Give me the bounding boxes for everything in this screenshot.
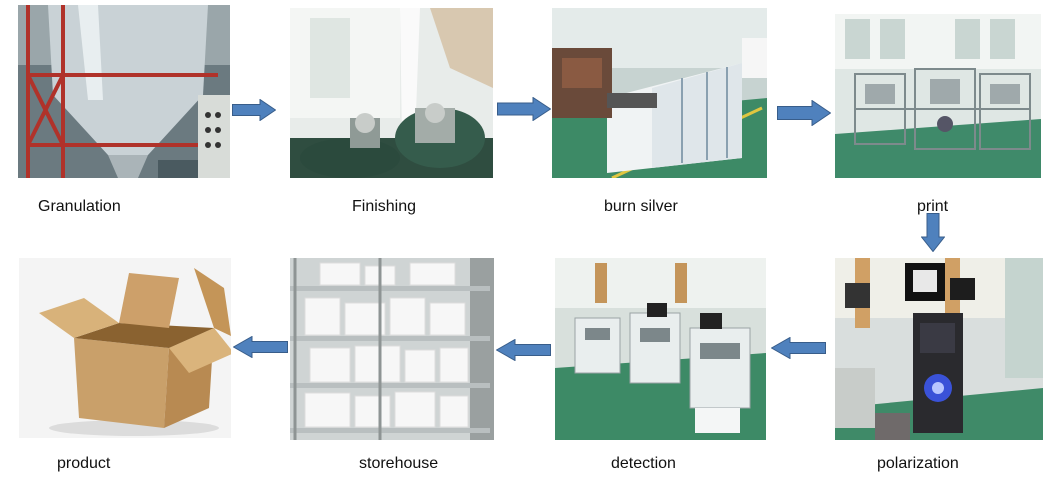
product-photo: [19, 258, 231, 438]
step-label-burn-silver: burn silver: [604, 198, 678, 215]
step-label-print: print: [917, 198, 949, 215]
step-label-detection: detection: [611, 455, 676, 472]
arrow-right-icon: [232, 99, 276, 121]
arrow-left-icon: [496, 339, 551, 361]
arrow-left-icon: [771, 337, 826, 359]
detection-photo: [555, 258, 766, 440]
arrow-right-icon: [777, 100, 831, 126]
arrow-down-icon: [921, 213, 945, 252]
print-photo: [835, 14, 1041, 178]
arrow-right-icon: [497, 97, 551, 121]
arrow-left-icon: [233, 336, 288, 358]
step-label-product: product: [57, 455, 111, 472]
storehouse-photo: [290, 258, 494, 440]
finishing-photo: [290, 8, 493, 178]
granulation-photo: [18, 5, 230, 178]
step-label-storehouse: storehouse: [359, 455, 439, 472]
step-label-polarization: polarization: [877, 455, 959, 472]
polarization-photo: [835, 258, 1043, 440]
step-label-granulation: Granulation: [38, 198, 121, 215]
burn-silver-photo: [552, 8, 767, 178]
step-label-finishing: Finishing: [352, 198, 417, 215]
